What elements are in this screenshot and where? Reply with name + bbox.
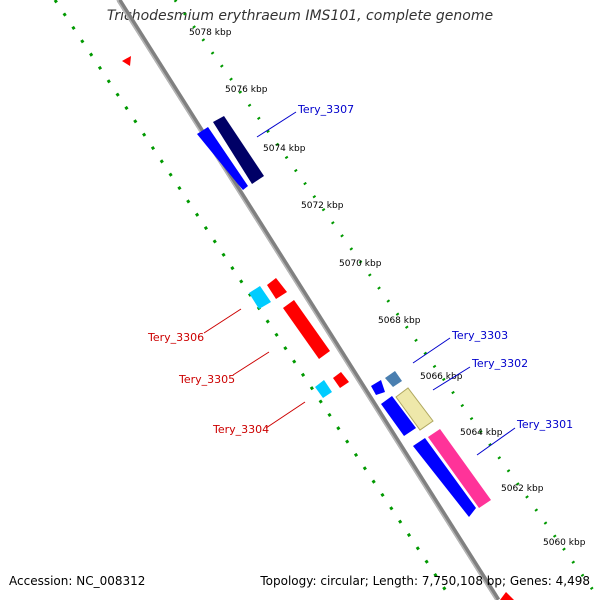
tick-label-5078: 5078 kbp	[189, 28, 232, 38]
feature-blue-mid[interactable]	[381, 396, 416, 436]
tick-label-5064: 5064 kbp	[460, 428, 503, 438]
feature-tery-3304-cyan[interactable]	[315, 380, 332, 398]
leader-tery-3306	[203, 308, 242, 334]
gene-label-tery-3302[interactable]: Tery_3302	[471, 357, 528, 370]
feature-tery-3306-cyan[interactable]	[249, 286, 271, 309]
map-title: Trichodesmium erythraeum IMS101, complet…	[106, 8, 494, 24]
leader-tery-3307	[256, 111, 297, 138]
gene-label-tery-3303[interactable]: Tery_3303	[451, 329, 508, 342]
tick-label-5060: 5060 kbp	[543, 538, 586, 548]
leader-tery-3302	[432, 366, 471, 391]
feature-red-arrow-lower[interactable]	[333, 372, 349, 388]
tick-label-5068: 5068 kbp	[378, 316, 421, 326]
feature-tery-3307-blue[interactable]	[197, 127, 248, 190]
feature-red-small-upper[interactable]	[267, 278, 287, 299]
leader-tery-3305	[232, 351, 270, 376]
feature-red-bottom-edge[interactable]	[500, 592, 514, 600]
leader-tery-3301	[476, 427, 516, 456]
tick-label-5062: 5062 kbp	[501, 484, 544, 494]
topology-text: Topology: circular; Length: 7,750,108 bp…	[260, 574, 590, 588]
gene-label-tery-3304[interactable]: Tery_3304	[212, 423, 269, 436]
feature-tery-3303-steelblue[interactable]	[385, 371, 402, 387]
gene-label-tery-3301[interactable]: Tery_3301	[516, 418, 573, 431]
gene-label-tery-3306[interactable]: Tery_3306	[147, 331, 204, 344]
leader-tery-3303	[412, 337, 451, 364]
accession-text: Accession: NC_008312	[9, 574, 146, 588]
tick-label-5076: 5076 kbp	[225, 85, 268, 95]
backbone-shadow	[116, 0, 501, 600]
feature-tery-3301-blue[interactable]	[413, 438, 476, 517]
gene-label-tery-3305[interactable]: Tery_3305	[178, 373, 235, 386]
feature-tery-3301-pink[interactable]	[428, 429, 491, 508]
tick-label-5070: 5070 kbp	[339, 259, 382, 269]
tick-label-5074: 5074 kbp	[263, 144, 306, 154]
backbone	[116, 0, 497, 600]
feature-tery-3305-red[interactable]	[283, 300, 330, 359]
tick-label-5066: 5066 kbp	[420, 372, 463, 382]
feature-tery-3302-khaki[interactable]	[395, 387, 434, 431]
feature-tery-3307-navy[interactable]	[213, 116, 264, 184]
leader-tery-3304	[265, 401, 306, 429]
feature-small-blue-arrow[interactable]	[371, 380, 385, 395]
feature-tiny-red-top[interactable]	[122, 56, 131, 66]
gene-label-tery-3307[interactable]: Tery_3307	[297, 103, 354, 116]
tick-label-5072: 5072 kbp	[301, 201, 344, 211]
